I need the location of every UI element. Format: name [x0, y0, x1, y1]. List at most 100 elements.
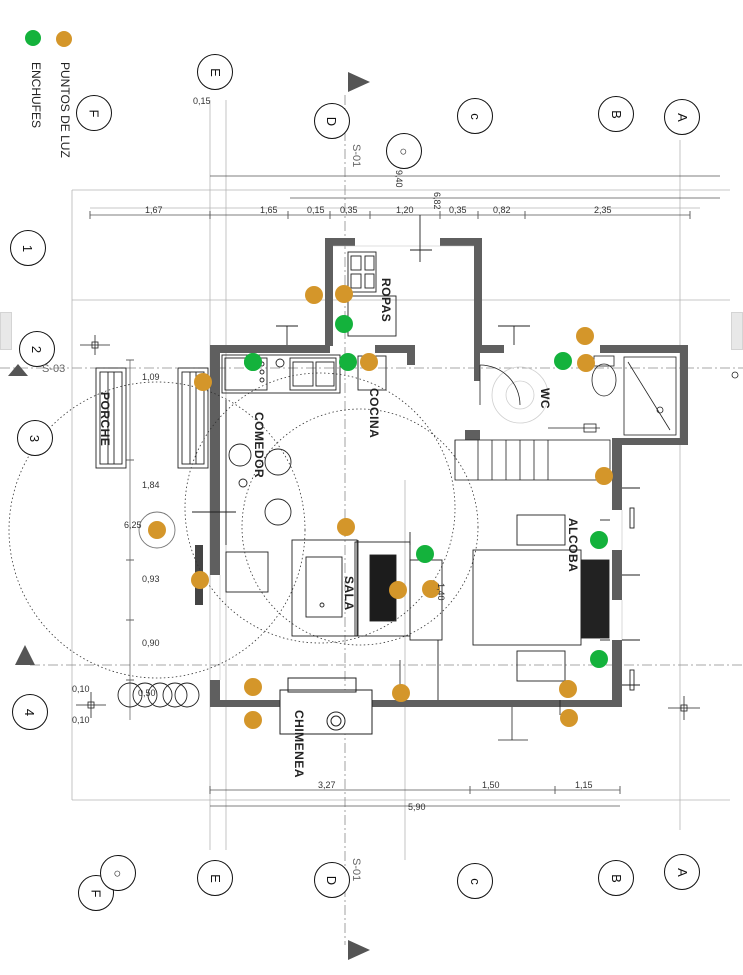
outlet-legend-label: ENCHUFES — [29, 62, 43, 129]
light-point — [577, 354, 595, 372]
light-point — [194, 373, 212, 391]
dimension-sala-small: 1,40 — [436, 583, 446, 601]
fireplace-fixture — [279, 677, 373, 735]
dimension-left-7: 0,50 — [138, 688, 156, 698]
axis-c-top: c — [457, 98, 493, 134]
axis-a-top: A — [664, 99, 700, 135]
axis-b-top: B — [598, 96, 634, 132]
axis-4: 4 — [12, 694, 48, 730]
axis-marker-circle-bottom: ○ — [100, 855, 136, 891]
dimension-left-2: 1,84 — [142, 480, 160, 490]
axis-e-top: E — [197, 54, 233, 90]
axis-d-bottom: D — [314, 862, 350, 898]
porch-fixtures — [95, 367, 209, 708]
light-point — [244, 678, 262, 696]
section-markers — [8, 72, 370, 960]
light-legend-icon — [56, 31, 72, 47]
outlet-point — [339, 353, 357, 371]
dining-fixtures — [192, 400, 292, 593]
outlet-point — [416, 545, 434, 563]
light-point — [360, 353, 378, 371]
room-label-chimenea: CHIMENEA — [292, 710, 306, 779]
light-point — [148, 521, 166, 539]
survey-markers — [76, 335, 739, 720]
axis-e-bottom: E — [197, 860, 233, 896]
dimension-top-7: 0,82 — [493, 205, 511, 215]
walls — [195, 238, 688, 707]
light-point — [576, 327, 594, 345]
axis-2: 2 — [19, 331, 55, 367]
room-label-wc: WC — [538, 388, 552, 409]
axis-b-bottom: B — [598, 860, 634, 896]
section-label-bottom: S-01 — [350, 858, 362, 882]
light-legend-label: PUNTOS DE LUZ — [58, 62, 72, 158]
dimension-lines — [89, 175, 720, 807]
dimension-top-6: 0,35 — [449, 205, 467, 215]
light-point — [422, 580, 440, 598]
axis-c-bottom: c — [457, 863, 493, 899]
grid-axes-lines — [0, 95, 743, 945]
light-point — [335, 285, 353, 303]
light-point — [389, 581, 407, 599]
section-label-left: S-03 — [42, 363, 66, 375]
light-point — [559, 680, 577, 698]
axis-3: 3 — [17, 420, 53, 456]
room-label-porche: PORCHE — [98, 392, 112, 447]
light-point — [595, 467, 613, 485]
axis-f-top: F — [76, 95, 112, 131]
bedroom-fixtures — [472, 487, 640, 691]
outlet-points — [244, 315, 608, 668]
dimension-top-3: 0,15 — [307, 205, 325, 215]
right-side-tab[interactable] — [731, 312, 743, 350]
light-point — [392, 684, 410, 702]
dimension-bottom-overall: 5,90 — [408, 802, 426, 812]
room-label-ropas: ROPAS — [379, 278, 393, 323]
dimension-bottom-1: 3,27 — [318, 780, 336, 790]
bathroom-fixtures — [479, 355, 677, 436]
dimension-bottom-3: 1,15 — [575, 780, 593, 790]
dimension-bottom-2: 1,50 — [482, 780, 500, 790]
dimension-overall-a: 9,40 — [394, 170, 404, 188]
left-side-tab[interactable] — [0, 312, 12, 350]
dimension-left-1: 1,09 — [142, 372, 160, 382]
dimension-overall-b: 6,82 — [432, 192, 442, 210]
dimension-left-8: 0,10 — [72, 715, 90, 725]
laundry-fixtures — [347, 215, 530, 345]
dimension-top-4: 0,35 — [340, 205, 358, 215]
axis-a-bottom: A — [664, 854, 700, 890]
room-label-alcoba: ALCOBA — [566, 518, 580, 573]
light-points — [148, 285, 613, 729]
axis-d-top: D — [314, 103, 350, 139]
axis-marker-circle: ○ — [386, 133, 422, 169]
light-coverage-circles — [8, 372, 479, 679]
dimension-left-4: 0,93 — [142, 574, 160, 584]
dimension-small-top: 0,15 — [193, 96, 211, 106]
outlet-point — [590, 650, 608, 668]
outlet-legend-icon — [25, 30, 41, 46]
section-label-top: S-01 — [350, 144, 362, 168]
outlet-point — [554, 352, 572, 370]
light-point — [191, 571, 209, 589]
light-point — [305, 286, 323, 304]
outlet-point — [335, 315, 353, 333]
dimension-left-3: 6,25 — [124, 520, 142, 530]
light-point — [560, 709, 578, 727]
room-label-sala: SALA — [342, 576, 356, 611]
dimension-top-2: 1,65 — [260, 205, 278, 215]
axis-1: 1 — [10, 230, 46, 266]
dimension-top-1: 1,67 — [145, 205, 163, 215]
room-label-comedor: COMEDOR — [252, 412, 266, 479]
dimension-left-5: 0,90 — [142, 638, 160, 648]
dimension-top-5: 1,20 — [396, 205, 414, 215]
outlet-point — [244, 353, 262, 371]
dimension-left-6: 0,10 — [72, 684, 90, 694]
outlet-point — [590, 531, 608, 549]
light-point — [337, 518, 355, 536]
light-point — [244, 711, 262, 729]
wall-detail — [209, 245, 623, 708]
dimension-top-8: 2,35 — [594, 205, 612, 215]
stairs — [454, 439, 611, 481]
room-label-cocina: COCINA — [367, 388, 381, 439]
